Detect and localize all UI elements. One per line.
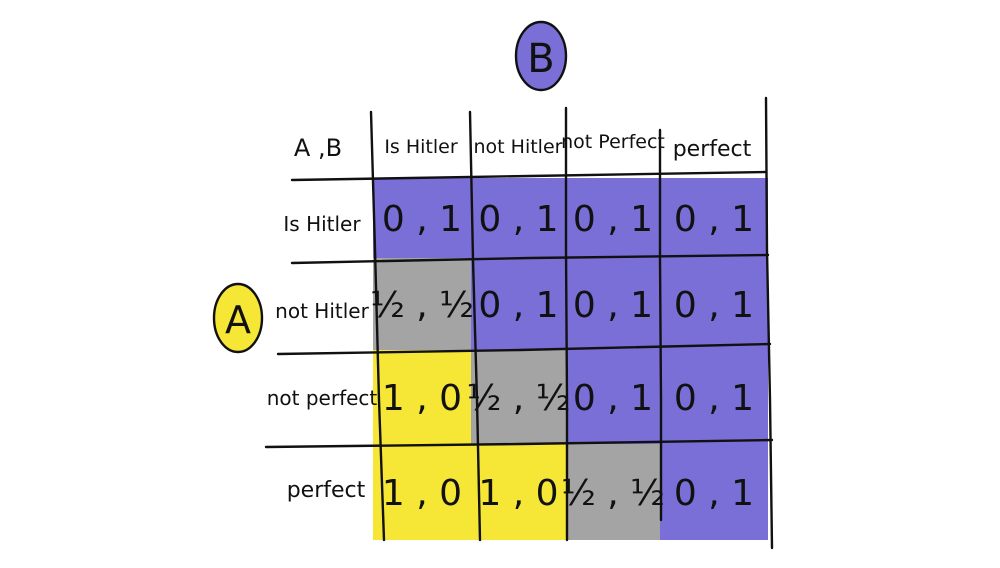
- grid-vline-4: [658, 128, 663, 522]
- cell-payoff-r1-c1: 0 , 1: [382, 199, 462, 240]
- cell-payoff-r1-c3: 0 , 1: [573, 199, 653, 240]
- cell-fill-r1-c4: [660, 178, 768, 258]
- cell-payoff-r3-c3: 0 , 1: [573, 378, 653, 419]
- column-header-1: Is Hitler: [384, 136, 458, 158]
- cell-fill-r4-c3: [566, 444, 660, 540]
- cell-payoff-r3-c4: 0 , 1: [674, 378, 754, 419]
- cell-fill-r3-c1: [373, 350, 471, 444]
- cell-payoff-r4-c1: 1 , 0: [382, 473, 462, 514]
- cell-payoff-r1-c2: 0 , 1: [478, 199, 558, 240]
- cell-fill-r2-c4: [660, 258, 768, 350]
- player-b-badge: B: [514, 20, 568, 92]
- grid-hline-2: [290, 253, 770, 265]
- cell-payoff-r4-c4: 0 , 1: [674, 473, 754, 514]
- cell-payoff-r4-c3: ½ , ½: [561, 473, 665, 514]
- grid-hline-3: [276, 342, 772, 356]
- cell-payoff-r1-c4: 0 , 1: [674, 199, 754, 240]
- cell-payoff-r2-c3: 0 , 1: [573, 285, 653, 326]
- row-header-3: not perfect: [267, 386, 378, 410]
- player-a-badge: A: [212, 282, 264, 354]
- player-b-label: B: [527, 36, 554, 82]
- column-headers: Is Hitler not Hitler not Perfect perfect: [384, 131, 751, 162]
- cell-payoff-r3-c1: 1 , 0: [382, 378, 462, 419]
- cell-fill-r1-c1: [373, 178, 471, 258]
- cell-payoff-r3-c2: ½ , ½: [466, 378, 570, 419]
- corner-label: A ,B: [294, 134, 342, 162]
- cell-fill-r1-c3: [566, 178, 660, 258]
- row-header-2: not Hitler: [275, 299, 369, 323]
- grid-hline-4: [264, 438, 774, 449]
- cell-payoff-r4-c2: 1 , 0: [478, 473, 558, 514]
- cell-fill-r1-c2: [471, 178, 566, 258]
- cell-fill-r2-c1: [373, 258, 471, 350]
- cell-payoff-r2-c1: ½ , ½: [370, 285, 474, 326]
- grid-vline-1: [369, 110, 386, 542]
- cell-fill-r3-c2: [471, 350, 566, 444]
- grid-lines: [264, 96, 774, 550]
- cell-fill-r2-c2: [471, 258, 566, 350]
- row-header-1: Is Hitler: [283, 212, 361, 236]
- cell-fill-r2-c3: [566, 258, 660, 350]
- cell-fill-r3-c4: [660, 350, 768, 444]
- cell-fills: [373, 178, 768, 540]
- cell-payoff-r2-c4: 0 , 1: [674, 285, 754, 326]
- cell-payoff-r2-c2: 0 , 1: [478, 285, 558, 326]
- row-headers: Is Hitler not Hitler not perfect perfect: [267, 212, 378, 503]
- grid-vline-3: [564, 106, 569, 542]
- column-header-3: not Perfect: [561, 131, 665, 153]
- column-header-2: not Hitler: [474, 136, 563, 158]
- player-a-label: A: [225, 298, 251, 342]
- column-header-4: perfect: [673, 137, 752, 162]
- grid-vline-5: [764, 96, 774, 550]
- cell-fill-r4-c4: [660, 444, 768, 540]
- cell-fill-r4-c2: [471, 444, 566, 540]
- row-header-4: perfect: [287, 478, 366, 503]
- grid-vline-2: [468, 110, 482, 542]
- cell-fill-r4-c1: [373, 444, 471, 540]
- cell-fill-r3-c3: [566, 350, 660, 444]
- grid-hline-1: [290, 170, 768, 182]
